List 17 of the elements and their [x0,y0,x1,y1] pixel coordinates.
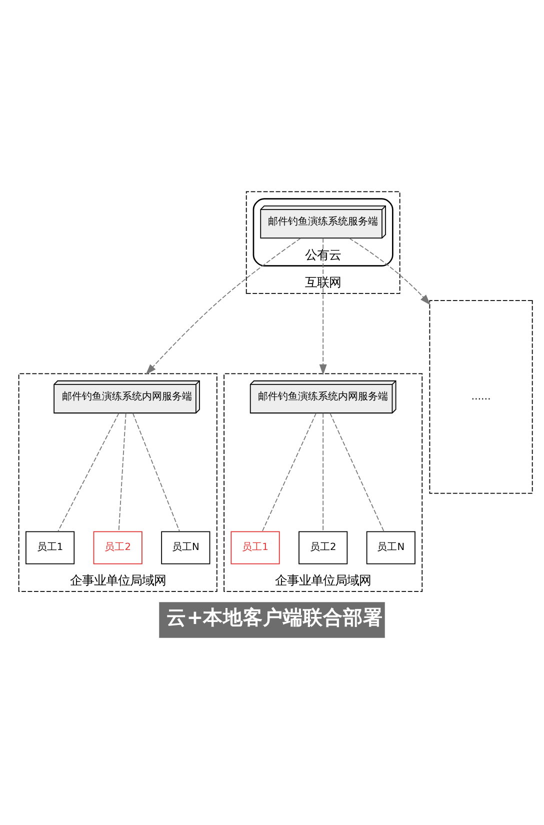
node-box: 员工1 [26,530,75,564]
connector [118,412,126,532]
node-box: 员工2 [298,530,348,564]
node-box: 员工N [366,530,416,564]
connector [330,412,384,532]
connector [262,412,317,532]
connector [58,412,120,532]
arrow [348,237,430,305]
connector [322,412,324,532]
node-box: 员工1 [230,530,280,564]
connector [132,412,180,532]
caption: 云+本地客户端联合部署 [166,606,384,629]
node-box: 员工2 [93,530,142,564]
node-box: …… [429,300,533,494]
node-box: 员工N [161,530,210,564]
arrow [319,237,327,375]
arrow [146,237,301,374]
